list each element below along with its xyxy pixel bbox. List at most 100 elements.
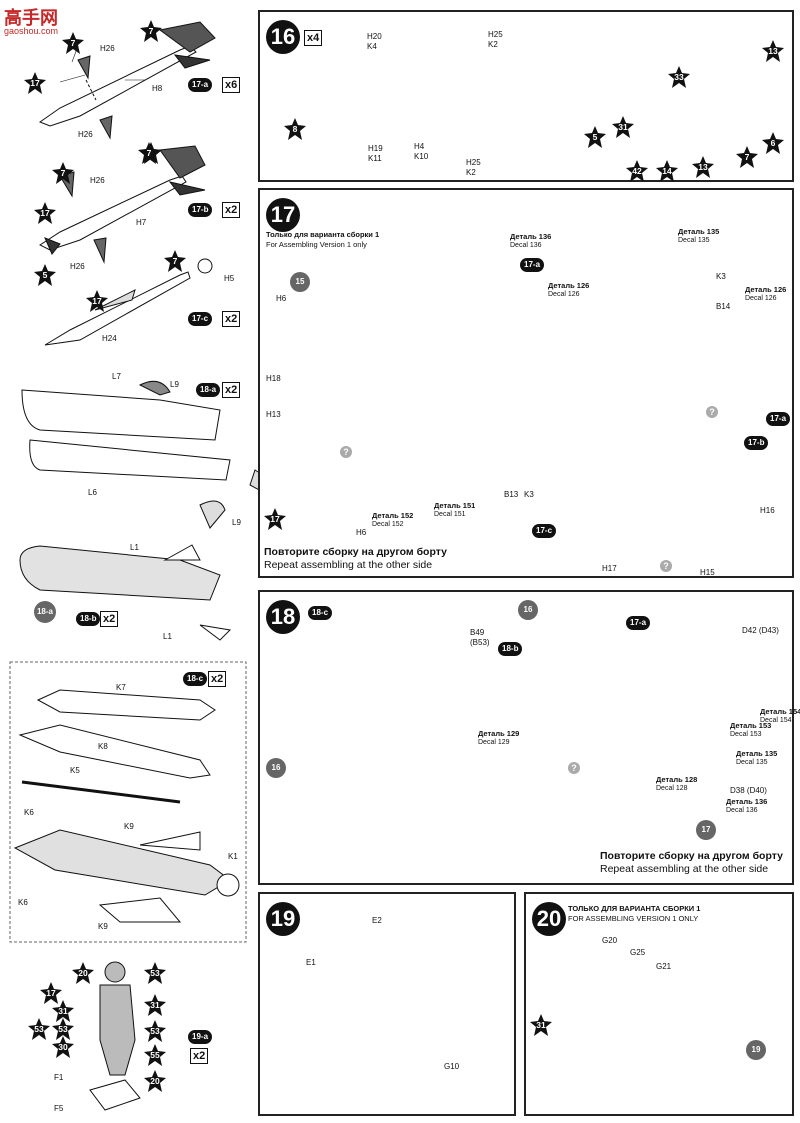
paint-number: 13 — [768, 46, 778, 56]
step-number: 18 — [266, 600, 300, 634]
part-label: K3 — [524, 490, 534, 499]
question-icon: ? — [340, 446, 352, 458]
part-label: K10 — [414, 152, 429, 161]
question-icon: ? — [660, 560, 672, 572]
paint-number: 17 — [30, 78, 40, 88]
bomb-18b-drawing — [19, 544, 232, 641]
part-label: K5 — [70, 766, 80, 775]
quantity-badge: x2 — [190, 1048, 209, 1064]
part-label: H15 — [700, 568, 715, 577]
decal-ru: Деталь 154 — [760, 707, 800, 716]
sub-assembly-ref: 17-b — [744, 436, 769, 450]
part-label: K4 — [367, 42, 377, 51]
part-label: H19 — [368, 144, 383, 153]
step18-panel: 18 18-c 18-b 17-a 16 16 17 B49 (B53) D42… — [258, 590, 800, 885]
decal-en: Decal 153 — [730, 731, 762, 738]
decal-en: Decal 135 — [736, 759, 768, 766]
part-label: H20 — [367, 32, 382, 41]
part-label: K2 — [488, 40, 498, 49]
decal-ru: Деталь 151 — [434, 501, 476, 510]
version-note-ru: ТОЛЬКО ДЛЯ ВАРИАНТА СБОРКИ 1 — [568, 904, 701, 913]
part-label: K6 — [24, 808, 34, 817]
decal-en: Decal 154 — [760, 717, 792, 724]
paint-number: 14 — [662, 166, 672, 176]
part-label: G25 — [630, 948, 646, 957]
paint-number: 6 — [770, 138, 776, 148]
part-label: L7 — [112, 372, 121, 381]
paint-star-icon: 31 — [144, 994, 166, 1016]
paint-star-icon: 5 — [584, 126, 606, 148]
decal-ru: Деталь 129 — [478, 729, 520, 738]
ref-circle: 15 — [290, 272, 310, 292]
decal-en: Decal 151 — [434, 511, 466, 518]
decal-en: Decal 128 — [656, 785, 688, 792]
part-label: H6 — [276, 294, 287, 303]
paint-star-icon: 17 — [86, 290, 108, 312]
paint-number: 7 — [146, 148, 152, 158]
paint-number: 17 — [92, 296, 102, 306]
step-number: 19 — [266, 902, 300, 936]
quantity-badge: x2 — [222, 382, 241, 398]
question-icon: ? — [568, 762, 580, 774]
paint-number: 30 — [58, 1042, 68, 1052]
decal-ru: Деталь 135 — [678, 227, 720, 236]
quantity-badge: x2 — [222, 311, 241, 327]
paint-star-icon: 53 — [52, 1018, 74, 1040]
decal-en: Decal 129 — [478, 739, 510, 746]
sub-assembly-ref: 17-b — [188, 203, 213, 217]
decal-en: Decal 126 — [745, 295, 777, 302]
version-note-ru: Только для варианта сборки 1 — [266, 230, 380, 239]
part-label: H17 — [602, 564, 617, 573]
part-label: K7 — [116, 683, 126, 692]
paint-number: 31 — [58, 1006, 68, 1016]
part-label: B14 — [716, 302, 731, 311]
part-label: D38 (D40) — [730, 786, 767, 795]
pilot-figure-drawing — [89, 961, 141, 1111]
paint-number: 17 — [40, 208, 50, 218]
sub-assembly-ref: 17-a — [766, 412, 791, 426]
decal-ru: Деталь 128 — [656, 775, 698, 784]
repeat-ru: Повторите сборку на другом борту — [264, 546, 447, 558]
ref-circle: 19 — [746, 1040, 766, 1060]
paint-star-icon: 13 — [692, 156, 714, 178]
part-label: H25 — [466, 158, 481, 167]
sub-assembly-ref: 18-b — [498, 642, 523, 656]
part-label: E2 — [372, 916, 382, 925]
paint-number: 53 — [150, 1026, 160, 1036]
paint-star-icon: 53 — [28, 1018, 50, 1040]
missile-17a-drawing — [38, 21, 216, 140]
sub-assembly-ref: 18-c — [308, 606, 333, 620]
part-label: H16 — [760, 506, 775, 515]
part-label: K11 — [368, 154, 382, 163]
quantity-badge: x6 — [222, 77, 241, 93]
paint-star-icon: 17 — [40, 982, 62, 1004]
step-number: 20 — [532, 902, 566, 936]
paint-number: 13 — [698, 162, 708, 172]
step17-panel: 17 Только для варианта сборки 1 For Asse… — [258, 188, 794, 578]
paint-star-icon: 7 — [140, 20, 162, 42]
quantity-badge: x2 — [100, 611, 119, 627]
paint-number: 33 — [674, 72, 684, 82]
part-label: K1 — [228, 852, 238, 861]
part-label: H26 — [70, 262, 85, 271]
pylon-18a-drawing — [21, 380, 231, 529]
paint-callout: 17 — [264, 508, 286, 530]
repeat-en: Repeat assembling at the other side — [264, 559, 433, 571]
part-label: H8 — [152, 84, 163, 93]
decal-ru: Деталь 126 — [548, 281, 590, 290]
missile-17c-drawing — [44, 258, 213, 346]
sub-assembly-ref: 17-a — [188, 78, 213, 92]
repeat-en: Repeat assembling at the other side — [600, 863, 769, 875]
paint-star-icon: 20 — [72, 962, 94, 984]
paint-star-icon: 30 — [52, 1036, 74, 1058]
part-label: G21 — [656, 962, 672, 971]
paint-star-icon: 55 — [144, 1044, 166, 1066]
paint-number: 7 — [60, 168, 66, 178]
